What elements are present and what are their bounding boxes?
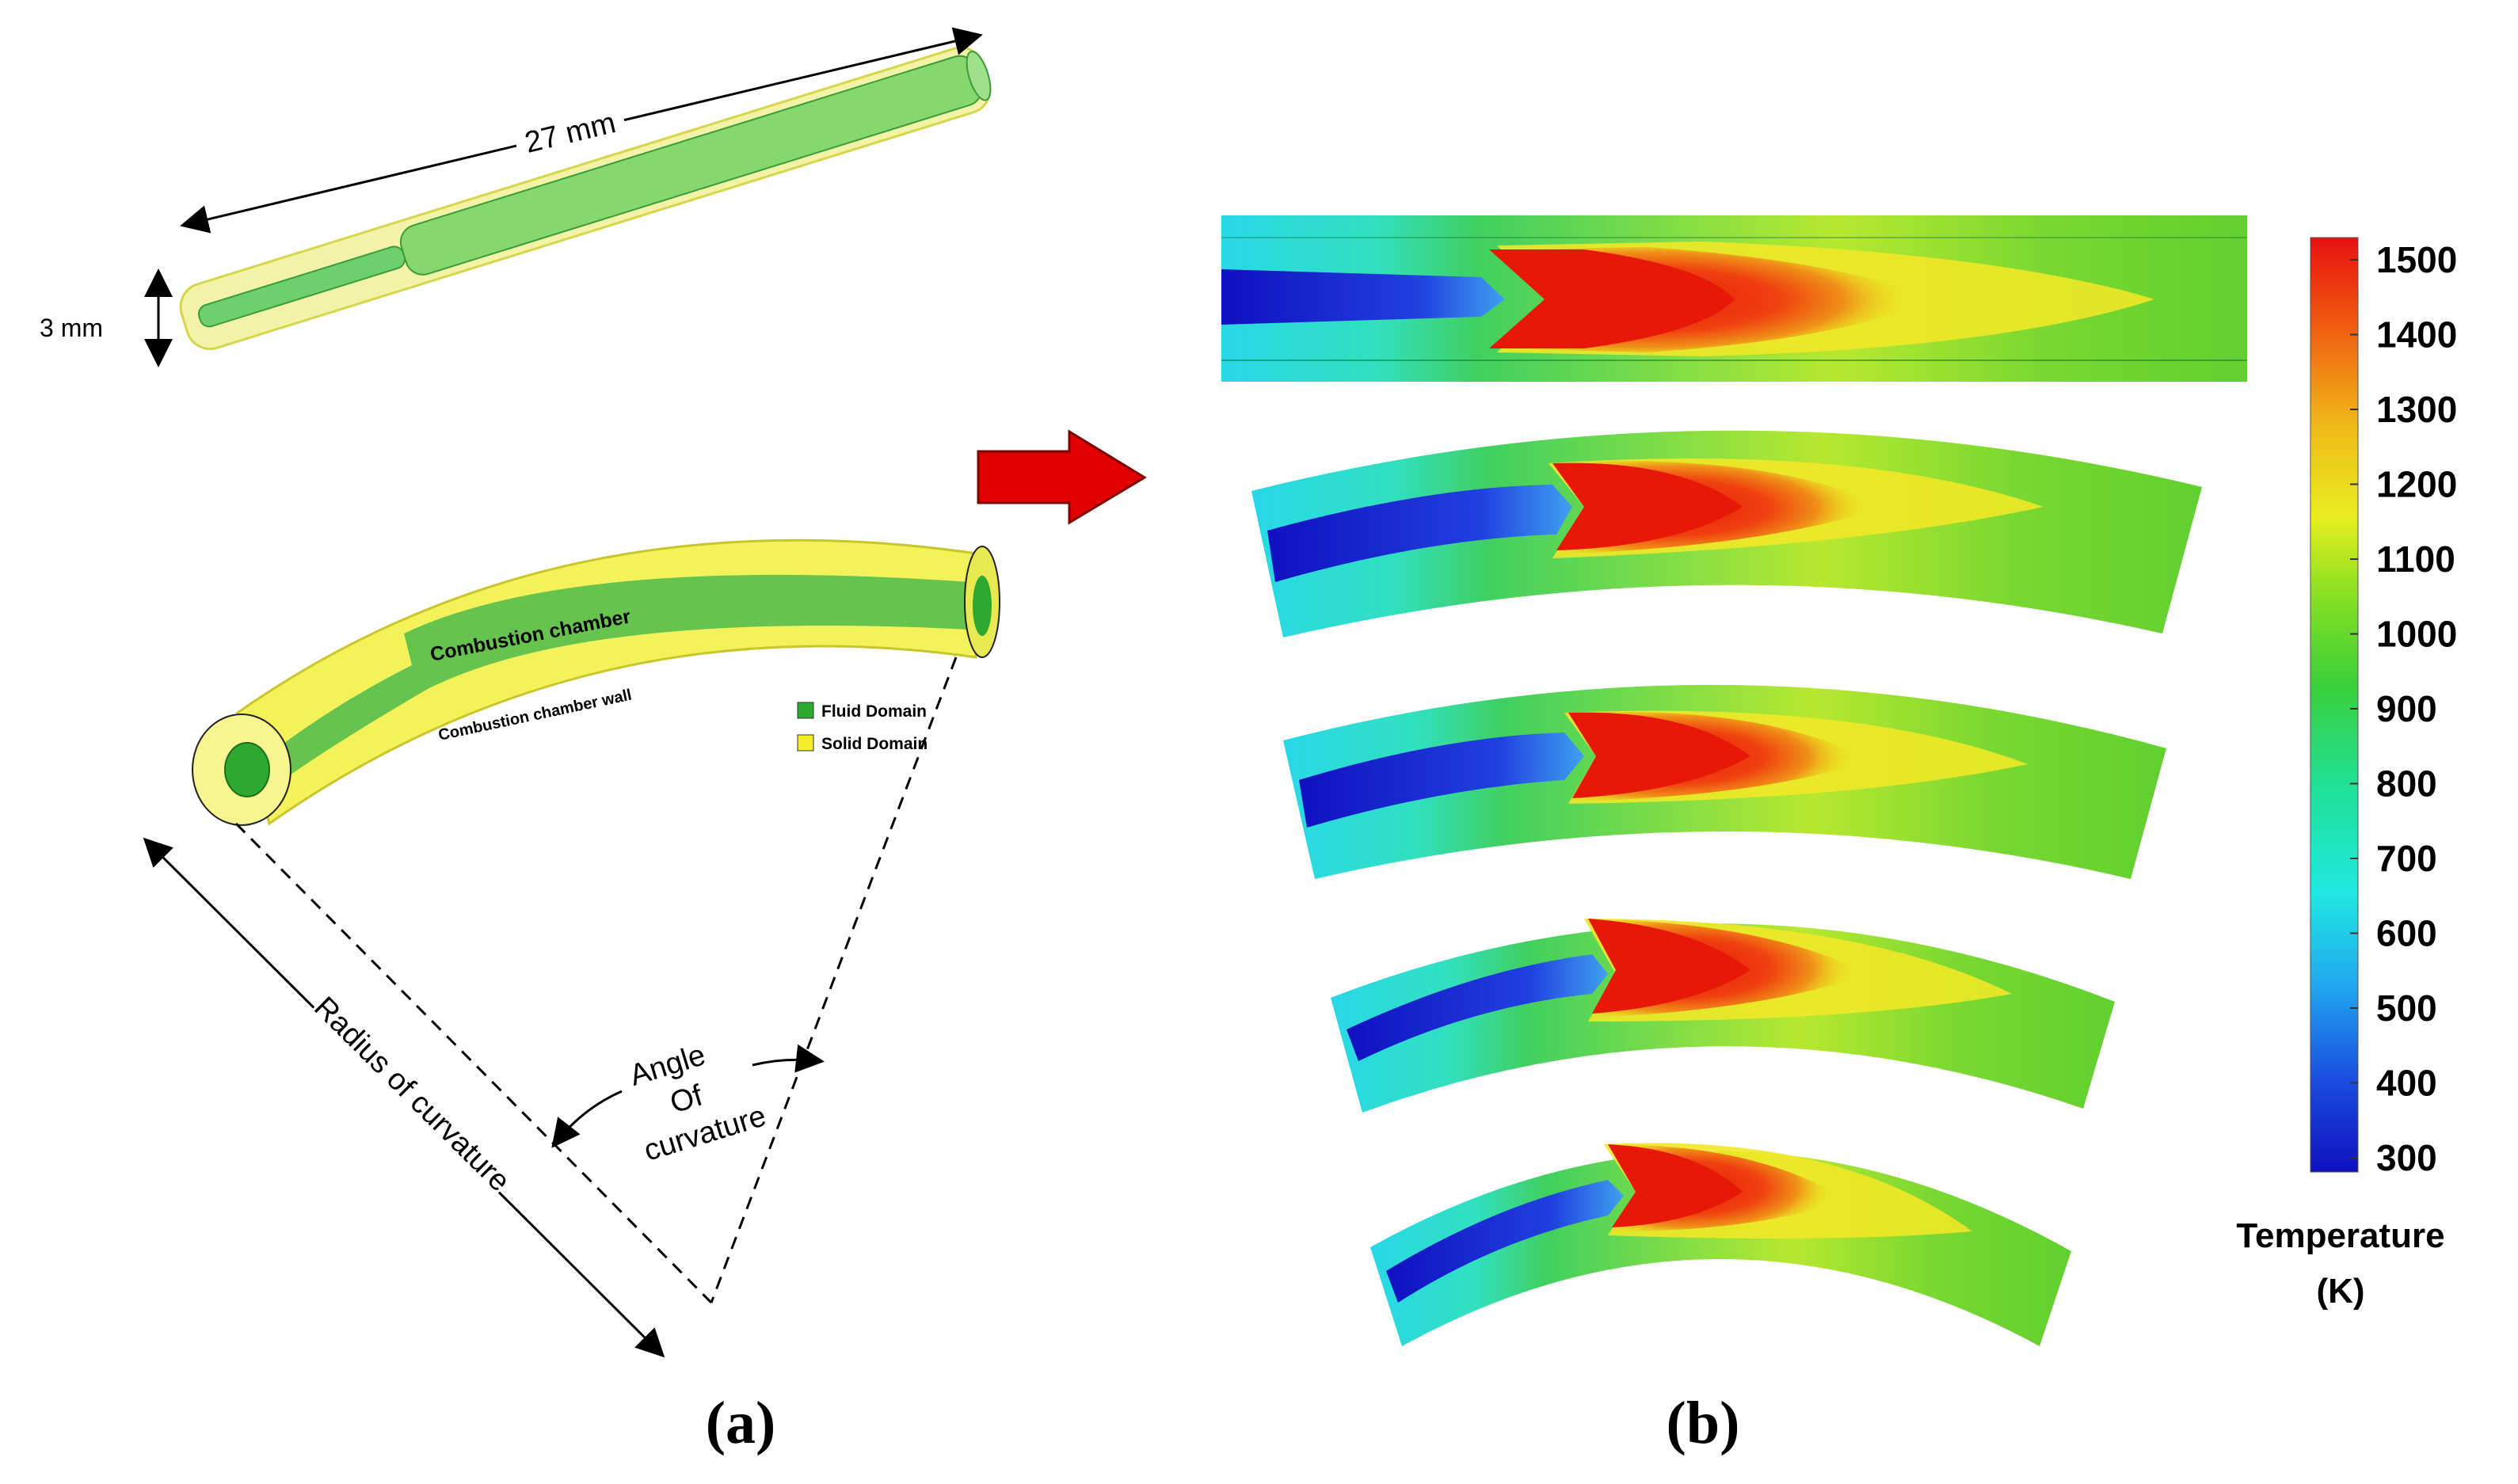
contour-curved-1 [1251, 430, 2202, 637]
caption-a: (a) [706, 1390, 776, 1456]
domain-legend: Fluid Domain Solid Domain [797, 702, 928, 753]
angle-arc-right [752, 1044, 825, 1073]
contour-curved-4 [1370, 1143, 2071, 1346]
colorbar-gradient [2310, 237, 2359, 1173]
temperature-colorbar: 1500 1400 1300 1200 1100 1000 900 800 700 600 500 4… [2236, 237, 2457, 1311]
contour-curved-3 [1331, 919, 2115, 1113]
legend-label-fluid: Fluid Domain [821, 702, 927, 721]
curved-tube [192, 538, 1000, 826]
length-label: 27 mm [522, 106, 619, 160]
colorbar-tick-label: 1500 [2376, 239, 2457, 280]
fluid-domain-curved [261, 574, 970, 784]
colorbar-tick-label: 1000 [2376, 614, 2457, 655]
chord-dashed-line [710, 656, 958, 1303]
colorbar-tick-label: 1200 [2376, 464, 2457, 505]
colorbar-tick-label: 500 [2376, 987, 2437, 1029]
angle-label: Angle Of curvature [626, 1038, 770, 1167]
colorbar-tick-label: 700 [2376, 838, 2437, 879]
colorbar-tick-label: 1300 [2376, 389, 2457, 430]
legend-swatch-solid [797, 734, 814, 752]
colorbar-title: Temperature [2236, 1216, 2444, 1255]
colorbar-tick-label: 300 [2376, 1137, 2437, 1178]
caption-b: (b) [1667, 1390, 1740, 1456]
colorbar-tick-label: 400 [2376, 1063, 2437, 1104]
panel-a: 27 mm 3 mm Combustion chamber Combustion… [40, 27, 1000, 1456]
panel-b: 1500 1400 1300 1200 1100 1000 900 800 700 600 500 4… [1221, 215, 2457, 1456]
transition-arrow [977, 429, 1147, 525]
angle-arc-left [551, 1090, 623, 1148]
colorbar-tick-label: 900 [2376, 688, 2437, 729]
legend-swatch-fluid [797, 702, 814, 719]
legend-label-solid: Solid Domain [821, 735, 928, 753]
combustion-chamber-straight [399, 55, 983, 276]
colorbar-tick-label: 600 [2376, 913, 2437, 954]
contour-straight [1221, 215, 2247, 382]
radius-label: Radius of curvature [307, 991, 516, 1198]
colorbar-tick-label: 1400 [2376, 314, 2457, 356]
diameter-label: 3 mm [40, 314, 103, 342]
svg-text:Of: Of [666, 1079, 707, 1120]
colorbar-unit: (K) [2316, 1272, 2364, 1311]
inlet-fluid-circle [224, 742, 270, 797]
colorbar-tick-label: 800 [2376, 763, 2437, 805]
colorbar-tick-label: 1100 [2376, 538, 2455, 580]
contour-curved-2 [1283, 684, 2166, 879]
